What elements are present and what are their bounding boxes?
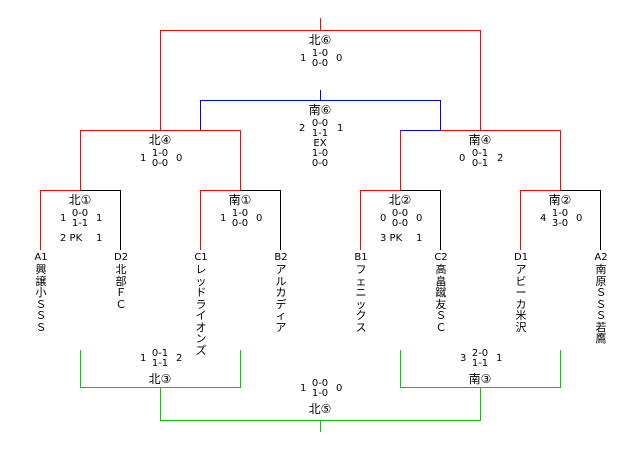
- team-code: C2: [434, 252, 448, 263]
- kita1-period-scores: 0-0 1-1: [71, 208, 89, 229]
- team-d1: D1 アビーカ米沢: [514, 252, 528, 333]
- minami3-right-scores: 1: [496, 353, 503, 364]
- kita5-label: 北⑤: [308, 402, 332, 416]
- minami2-label: 南②: [548, 193, 572, 207]
- minami1-line-lose: [240, 190, 281, 250]
- kita2-left-scores: 0 3 PK: [380, 213, 403, 244]
- kita4-period-scores: 1-0 0-0: [151, 148, 169, 169]
- minami2-period-scores: 1-0 3-0: [551, 208, 569, 229]
- team-code: D2: [114, 252, 129, 263]
- minami4-left-scores: 0: [459, 153, 466, 164]
- team-code: C1: [194, 252, 208, 263]
- minami2-line-lose: [560, 190, 601, 250]
- team-code: B2: [274, 252, 288, 263]
- team-name: 興譲小ＳＳＳ: [35, 263, 47, 334]
- minami6-label: 南⑥: [308, 103, 332, 117]
- team-code: D1: [514, 252, 529, 263]
- minami2-right-scores: 0: [576, 213, 583, 224]
- team-name: 南原ＳＳＳ若鷹: [595, 263, 607, 345]
- kita2-line-lose: [400, 190, 441, 250]
- minami3-label: 南③: [468, 372, 492, 386]
- kita6-right-scores: 0: [336, 53, 343, 64]
- kita5-line: [160, 387, 481, 432]
- team-name: アルカディア: [275, 263, 287, 334]
- kita1-line-lose: [80, 190, 121, 250]
- team-name: レッドライオンズ: [195, 263, 207, 357]
- team-c1: C1 レッドライオンズ: [194, 252, 208, 356]
- kita1-label: 北①: [68, 193, 92, 207]
- kita2-line-win: [360, 190, 401, 250]
- team-code: A2: [594, 252, 608, 263]
- kita3-left-scores: 1: [140, 353, 147, 364]
- kita6-line: [160, 18, 481, 130]
- minami3-left-scores: 3: [460, 353, 467, 364]
- kita2-period-scores: 0-0 0-0: [391, 208, 409, 229]
- minami1-label: 南①: [228, 193, 252, 207]
- minami2-left-scores: 4: [540, 213, 547, 224]
- minami1-left-scores: 1: [220, 213, 227, 224]
- minami1-right-scores: 0: [256, 213, 263, 224]
- team-a1: A1 興譲小ＳＳＳ: [34, 252, 48, 333]
- team-name: フェニックス: [355, 263, 367, 334]
- team-b1: B1 フェニックス: [354, 252, 368, 333]
- minami6-left-scores: 2: [299, 123, 306, 134]
- minami4-period-scores: 0-1 0-1: [471, 148, 489, 169]
- kita3-period-scores: 0-1 1-1: [151, 348, 169, 369]
- kita1-line-win: [40, 190, 81, 250]
- minami2-line-win: [520, 190, 561, 250]
- kita4-left-scores: 1: [140, 153, 147, 164]
- team-name: アビーカ米沢: [515, 263, 527, 334]
- team-code: B1: [354, 252, 368, 263]
- kita2-right-scores: 0 1: [416, 213, 423, 244]
- kita2-label: 北②: [388, 193, 412, 207]
- minami1-line-win: [200, 190, 241, 250]
- team-name: 北部ＦＣ: [115, 263, 127, 311]
- team-a2: A2 南原ＳＳＳ若鷹: [594, 252, 608, 345]
- kita3-right-scores: 2: [176, 353, 183, 364]
- kita6-period-scores: 1-0 0-0: [311, 48, 329, 69]
- kita4-right-scores: 0: [176, 153, 183, 164]
- minami4-label: 南④: [468, 133, 492, 147]
- minami6-right-scores: 1: [337, 123, 344, 134]
- kita1-right-scores: 1 1: [96, 213, 103, 244]
- kita6-left-scores: 1: [300, 53, 307, 64]
- minami6-period-scores: 0-0 1-1 EX 1-0 0-0: [311, 118, 329, 169]
- kita5-right-scores: 0: [336, 383, 343, 394]
- kita5-period-scores: 0-0 1-0: [311, 378, 329, 399]
- team-name: 高畠蹴友ＳＣ: [435, 263, 447, 334]
- minami1-period-scores: 1-0 0-0: [231, 208, 249, 229]
- minami4-right-scores: 2: [497, 153, 504, 164]
- minami3-period-scores: 2-0 1-1: [471, 348, 489, 369]
- team-code: A1: [34, 252, 48, 263]
- team-b2: B2 アルカディア: [274, 252, 288, 333]
- kita5-left-scores: 1: [300, 383, 307, 394]
- kita3-label: 北③: [148, 372, 172, 386]
- minami4-line-win: [400, 130, 561, 190]
- kita4-label: 北④: [148, 133, 172, 147]
- kita4-line-win: [80, 130, 241, 190]
- kita1-left-scores: 1 2 PK: [60, 213, 83, 244]
- kita6-label: 北⑥: [308, 33, 332, 47]
- team-c2: C2 高畠蹴友ＳＣ: [434, 252, 448, 333]
- team-d2: D2 北部ＦＣ: [114, 252, 128, 310]
